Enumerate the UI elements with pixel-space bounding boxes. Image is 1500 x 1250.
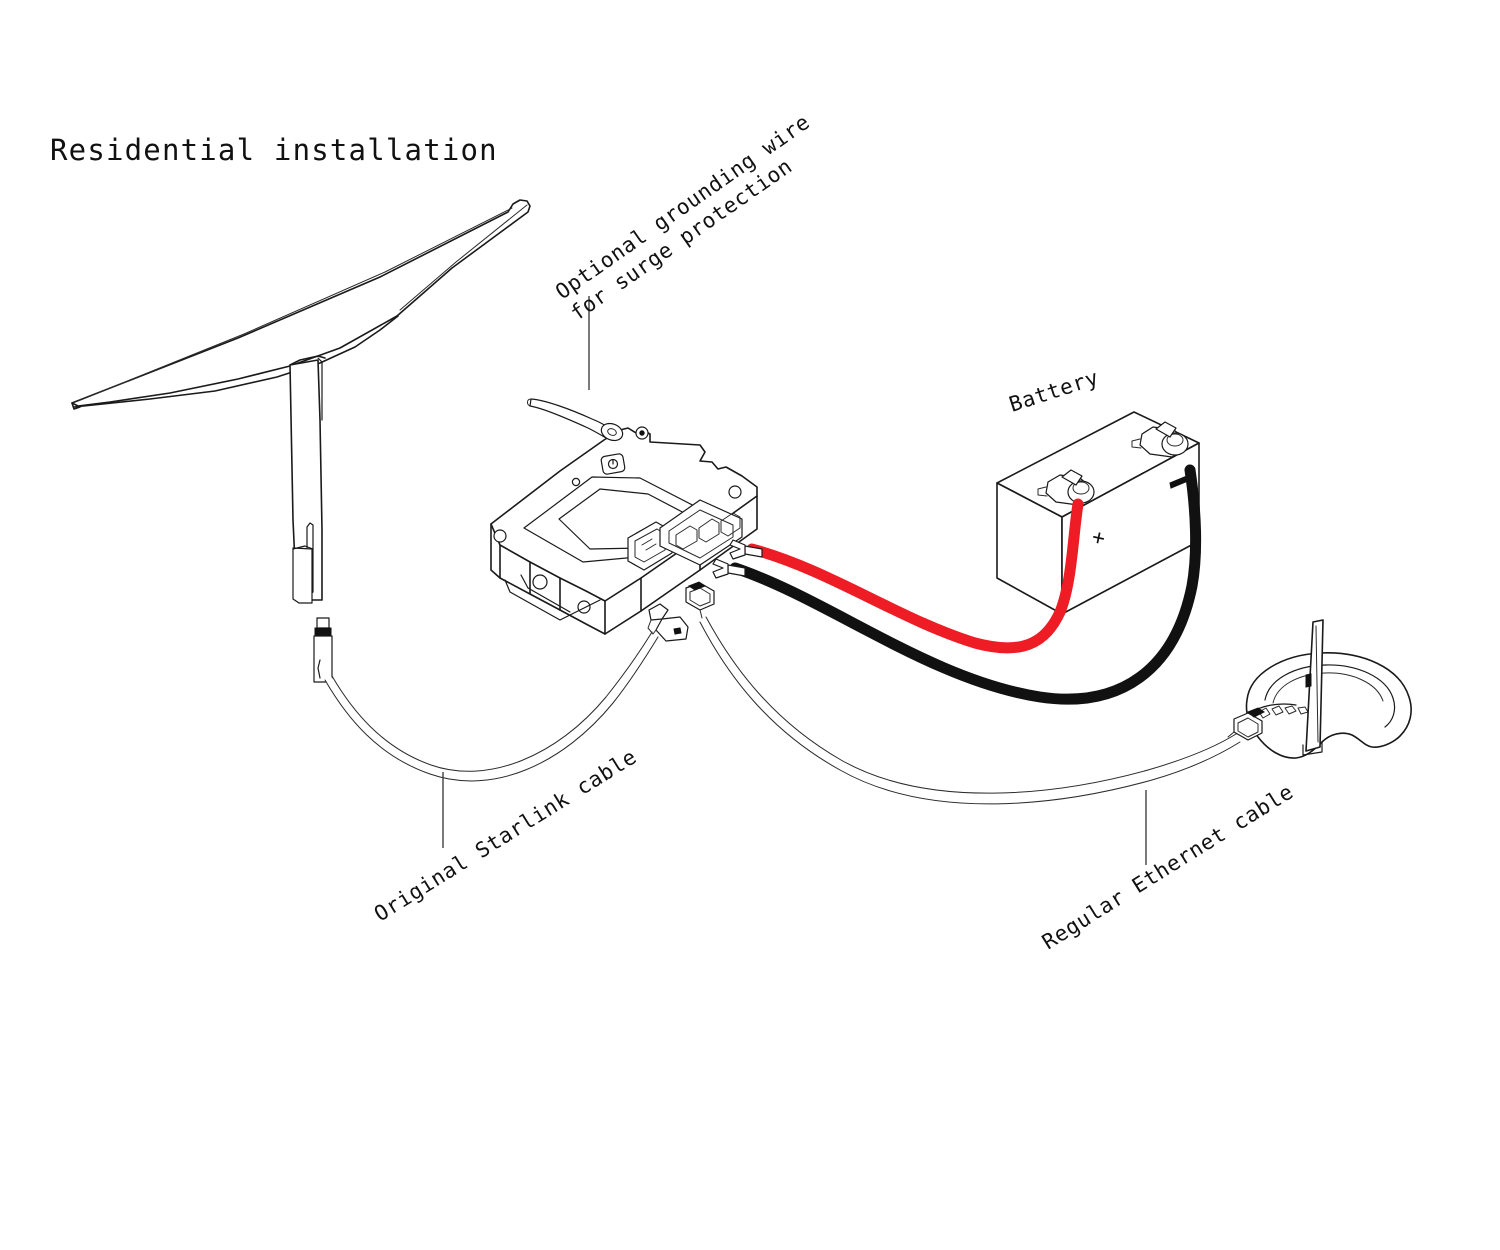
router-body (1245, 652, 1412, 759)
router-port-3[interactable] (1284, 705, 1297, 715)
starlink-cable-edge-upper (331, 631, 653, 772)
wifi-router (1245, 619, 1412, 759)
negative-power-cable (712, 464, 1202, 705)
router-antenna-blade[interactable] (1305, 619, 1324, 752)
mount-screw-c (728, 485, 742, 499)
page-title: Residential installation (50, 133, 498, 167)
battery-pos-nut (1061, 469, 1083, 486)
starlink-dish (71, 199, 531, 604)
battery-neg-post (1161, 432, 1189, 456)
dish-mast-collar (292, 547, 313, 604)
starlink-cable-edge-lower (324, 636, 659, 782)
converter-front-face (490, 523, 606, 635)
converter-rj45-contacts (641, 538, 657, 551)
ethernet-plug-router-side (1227, 707, 1265, 741)
dish-panel-rim-highlight-2 (399, 204, 528, 311)
battery-plus-marking: + (1090, 524, 1108, 550)
starlink-dish-cable-connector (313, 617, 333, 683)
positive-fork-terminal (729, 539, 763, 560)
battery-pos-post-top (1072, 481, 1090, 495)
mount-screw-d (577, 600, 591, 614)
mount-screw-a (493, 529, 507, 543)
router-antenna-edge (1315, 625, 1319, 743)
ethernet-cable (685, 581, 1265, 805)
dish-mast-edge-right (317, 357, 323, 421)
converter-bottom-vent-2 (520, 574, 571, 613)
status-led (571, 477, 581, 487)
grounding-wire-cut-end (527, 398, 532, 407)
ethernet-plug-boot-a (699, 609, 703, 619)
router-port-2[interactable] (1271, 705, 1284, 716)
terminal-slot-1[interactable] (675, 525, 698, 550)
router-top-seam (1264, 664, 1396, 728)
battery-unit: + (996, 411, 1200, 615)
battery-neg-nut (1155, 421, 1177, 438)
converter-bottom-vent (504, 579, 601, 621)
ethernet-cable-fill (699, 616, 1242, 803)
grounding-lug-hole (639, 430, 645, 436)
positive-power-cable (729, 498, 1084, 654)
ethernet-plug-clip-a (687, 581, 707, 591)
terminal-slot-2[interactable] (698, 518, 720, 543)
negative-fork-tines (712, 558, 729, 579)
positive-cable-path (746, 498, 1084, 654)
ethernet-cable-edge-lower (699, 621, 1241, 805)
router-top-seam-2 (1272, 672, 1384, 704)
router-antenna-base (1302, 741, 1323, 756)
grounding-wire (527, 398, 624, 442)
battery-negative-terminal (1131, 421, 1189, 458)
dish-panel-rim-highlight (77, 207, 513, 402)
negative-cable-path (729, 464, 1202, 705)
battery-neg-post-top (1166, 433, 1184, 447)
terminal-slot-3[interactable] (720, 512, 741, 537)
dish-corner-tip (71, 402, 81, 410)
ethernet-plug-inner-b (1237, 717, 1259, 738)
ethernet-plug-converter-side (685, 581, 715, 619)
negative-fork-terminal (712, 558, 746, 579)
terminal-block-inner (668, 509, 734, 559)
router-antenna-mark (1305, 673, 1312, 688)
starlink-connector-head (648, 603, 669, 621)
converter-rj45-inner (634, 528, 666, 563)
dish-mast-shoulder (289, 355, 326, 366)
mount-screw-b (532, 574, 548, 590)
starlink-connector-boot (647, 619, 657, 635)
router-port-1[interactable] (1258, 707, 1271, 719)
router-front-notch (1321, 732, 1353, 743)
ethernet-plug-boot-b (1227, 731, 1235, 738)
connector-strain-relief (317, 659, 321, 679)
grounding-ring-terminal (600, 422, 624, 442)
converter-top-face (490, 427, 758, 602)
battery-neg-clamp-tail (1131, 438, 1142, 449)
dish-mast (289, 359, 323, 601)
power-converter-unit (490, 426, 758, 635)
starlink-connector-mark (673, 627, 682, 635)
ethernet-cable-edge-upper (705, 616, 1237, 794)
ethernet-plug-clip-b (1247, 707, 1265, 718)
battery-positive-terminal (1037, 469, 1095, 506)
connector-band (314, 627, 332, 637)
battery-pos-clamp-tail (1037, 486, 1048, 497)
starlink-cable-connector (647, 603, 689, 642)
positive-fork-tines (729, 539, 746, 560)
dish-mast-collar-top (292, 545, 314, 550)
connector-tip (316, 617, 330, 629)
starlink-cable-fill (324, 630, 660, 781)
starlink-cable (324, 603, 689, 782)
battery-plus-symbol: + (1090, 524, 1108, 550)
grounding-ring-hole (607, 428, 617, 436)
